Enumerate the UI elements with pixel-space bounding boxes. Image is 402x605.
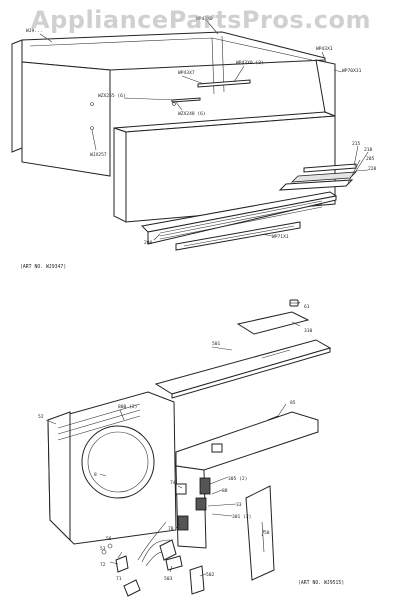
label-501: 501 — [212, 341, 221, 347]
label-503: 503 — [164, 576, 173, 582]
label-52: 52 — [38, 414, 44, 420]
leader-lines-top — [39, 19, 369, 241]
front-cover-panel — [113, 59, 336, 223]
label-72: 72 — [100, 562, 106, 568]
label-800: 800 (2) — [118, 404, 137, 410]
switch-components — [175, 443, 223, 531]
label-78: 78 — [168, 526, 174, 532]
control-assembly-diagram: 61 310 501 85 52 800 (2) 8 305 (2) 88 33… — [38, 299, 344, 597]
label-85: 85 — [290, 400, 296, 406]
label-74: 74 — [170, 480, 176, 486]
mounting-bracket — [165, 555, 205, 595]
watermark: AppliancePartsPros.com — [31, 6, 371, 34]
label-wp71x1: WP71X1 — [272, 234, 289, 240]
label-wp70x31: WP70X31 — [342, 68, 362, 74]
label-205: 205 — [366, 156, 375, 162]
air-filters — [278, 163, 358, 191]
label-wp43x0-2: WP43X0 (2) — [236, 60, 264, 66]
label-61: 61 — [304, 304, 310, 310]
slide-rails — [171, 79, 251, 103]
label-88: 88 — [222, 488, 228, 494]
label-8: 8 — [94, 472, 97, 478]
label-215: 215 — [352, 141, 361, 147]
wire-harness — [101, 521, 177, 597]
control-knob — [289, 299, 299, 307]
label-220: 220 — [368, 166, 377, 172]
label-502: 502 — [206, 572, 215, 578]
label-wzx248: WZX248 (6) — [178, 111, 206, 117]
art-number-top: (ART NO. WJ9347) — [20, 264, 66, 270]
label-33: 33 — [236, 502, 242, 508]
label-wp43x0: WP43X0 — [196, 16, 213, 22]
control-plate — [236, 311, 310, 335]
label-305: 305 (2) — [228, 476, 247, 482]
side-access-panel — [245, 485, 275, 581]
label-wp43x7: WP43X7 — [178, 70, 195, 76]
sleeve-flange — [11, 39, 23, 153]
leader-lines-bottom — [45, 301, 301, 577]
label-301: 301 (2) — [232, 514, 251, 520]
label-310: 310 — [304, 328, 313, 334]
label-71: 71 — [116, 576, 122, 582]
label-218: 218 — [364, 147, 373, 153]
label-200: 200 — [144, 240, 153, 246]
label-56: 56 — [106, 536, 112, 542]
blower-scroll — [47, 391, 177, 545]
label-wjx257: WJX257 — [90, 152, 107, 158]
label-50: 50 — [264, 530, 270, 536]
label-53: 53 — [100, 546, 106, 552]
label-wp43x1: WP43X1 — [316, 46, 333, 52]
label-wzx255: WZX255 (6) — [98, 93, 126, 99]
wall-sleeve — [21, 31, 326, 177]
cabinet-sleeve-diagram: WP43X0 WJ9... WP43X7 WP43X0 (2) WP43X1 W… — [11, 16, 377, 270]
label-wj: WJ9... — [26, 28, 43, 34]
top-cover — [154, 339, 332, 399]
art-number-bottom: (ART NO. WJ9515) — [298, 580, 344, 586]
front-grille — [140, 191, 338, 251]
